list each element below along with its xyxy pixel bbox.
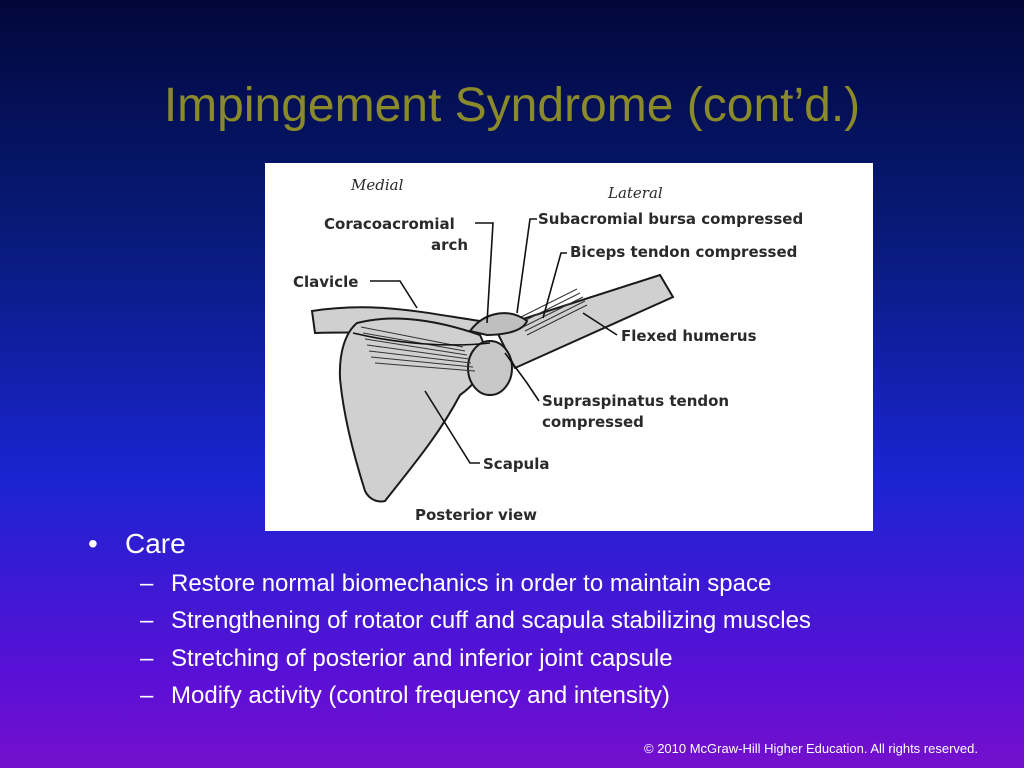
sub-bullet-text: Restore normal biomechanics in order to … (171, 570, 772, 597)
copyright-footer: © 2010 McGraw-Hill Higher Education. All… (644, 741, 978, 756)
label-supraspinatus: Supraspinatus tendon (542, 392, 729, 410)
sub-bullet-text: Strengthening of rotator cuff and scapul… (171, 607, 811, 634)
sub-bullet-dash: – (140, 570, 154, 597)
label-humerus: Flexed humerus (621, 327, 757, 345)
label-medial: Medial (350, 176, 404, 194)
label-clavicle: Clavicle (293, 273, 358, 291)
acromion-shape (468, 312, 529, 337)
shoulder-anatomy-figure: Medial Lateral Coracoacromial arch Clavi… (265, 163, 873, 531)
label-posterior-view: Posterior view (415, 506, 537, 524)
sub-bullet-dash: – (140, 682, 154, 709)
leader-lines (370, 218, 618, 464)
scapula-spine-line (352, 332, 491, 346)
label-compressed: compressed (542, 413, 644, 431)
label-arch: arch (431, 236, 468, 254)
sub-bullet-dash: – (140, 645, 154, 672)
biceps-tendon-fibers (516, 288, 588, 336)
label-subacromial: Subacromial bursa compressed (538, 210, 803, 228)
slide-title: Impingement Syndrome (cont’d.) (163, 79, 861, 132)
label-scapula: Scapula (483, 455, 550, 473)
sub-bullet-dash: – (140, 607, 154, 634)
label-coracoacromial: Coracoacromial (324, 215, 455, 233)
shoulder-diagram: Medial Lateral Coracoacromial arch Clavi… (293, 176, 803, 524)
bullet-care-text: Care (125, 528, 186, 559)
bullet-marker: • (88, 528, 98, 559)
sub-bullet-text: Modify activity (control frequency and i… (171, 682, 670, 709)
label-lateral: Lateral (607, 184, 663, 202)
label-biceps: Biceps tendon compressed (570, 243, 797, 261)
humeral-head-shape (467, 340, 513, 396)
sub-bullet-text: Stretching of posterior and inferior joi… (171, 645, 673, 672)
scapula-shape (338, 317, 492, 503)
